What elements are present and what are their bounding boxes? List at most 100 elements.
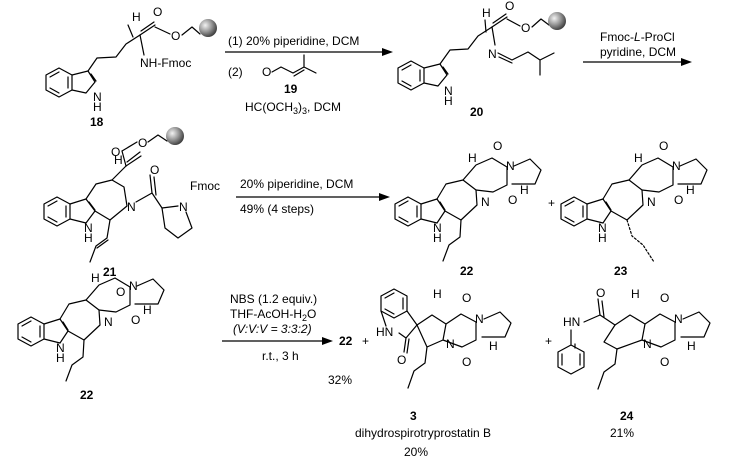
n-atom: N [674, 312, 683, 326]
compound-21-label: 21 [103, 265, 117, 279]
o-atom: O [131, 313, 140, 327]
step-4-reagent-2: THF-AcOH-H2O [230, 307, 316, 323]
h-atom: H [132, 10, 141, 24]
o-atom: O [153, 5, 162, 19]
n-atom: N [179, 200, 188, 214]
compound-24-label: 24 [620, 409, 634, 423]
nh-h-atom: H [444, 94, 453, 108]
arrow-head-icon [681, 58, 692, 66]
o-atom: O [262, 65, 271, 79]
n-atom: N [104, 315, 113, 329]
step-2: Fmoc-L-ProCl pyridine, DCM [583, 30, 692, 66]
compound-19-label: 19 [284, 82, 298, 96]
o-atom: O [493, 139, 502, 153]
o-atom: O [660, 355, 669, 369]
step-2-reagent-2: pyridine, DCM [600, 45, 676, 59]
o-atom: O [521, 21, 530, 35]
compound-22-label: 22 [80, 388, 94, 402]
nh-h-atom: H [433, 231, 442, 245]
h-atom: H [91, 271, 100, 285]
o-atom: O [138, 136, 147, 150]
nh-atom: N [84, 221, 93, 235]
fmoc-label: Fmoc [190, 179, 220, 193]
compound-23: H O N H N O N H 23 [560, 139, 708, 278]
compound-18-label: 18 [90, 115, 104, 129]
o-atom: O [171, 29, 180, 43]
nh-atom: N [598, 221, 607, 235]
step-3: 20% piperidine, DCM 49% (4 steps) [236, 177, 390, 216]
h-atom: H [634, 151, 643, 165]
n-atom: N [647, 195, 656, 209]
recovered-yield: 32% [328, 373, 352, 387]
compound-24-yield: 21% [610, 426, 634, 440]
hn-atom: HN [563, 315, 580, 329]
compound-3-yield: 20% [404, 445, 428, 459]
step-1-reagent-2-number: (2) [228, 65, 243, 79]
step-1-reagent-1: (1) 20% piperidine, DCM [228, 34, 359, 48]
compound-18: H O O NH-Fmoc N H 18 [45, 5, 217, 129]
h-atom: H [468, 151, 477, 165]
o-atom: O [596, 286, 605, 300]
n-atom: N [481, 195, 490, 209]
n-atom: N [129, 279, 138, 293]
nh-atom: N [444, 84, 453, 98]
step-4-conditions: r.t., 3 h [262, 349, 299, 363]
resin-bead-icon [166, 127, 184, 145]
arrow-head-icon [382, 48, 393, 56]
nh-h-atom: H [598, 231, 607, 245]
step-1: (1) 20% piperidine, DCM (2) O 19 HC(OCH3… [225, 34, 393, 116]
n-atom: N [672, 159, 681, 173]
resin-bead-icon [199, 19, 217, 37]
o-atom: O [462, 291, 471, 305]
n-atom: N [127, 200, 136, 214]
o-atom: O [659, 139, 668, 153]
o-atom: O [150, 163, 159, 177]
step-3-reagent-1: 20% piperidine, DCM [240, 177, 353, 191]
nh-h-atom: H [56, 351, 65, 365]
h-atom: H [489, 339, 498, 353]
step-4: NBS (1.2 equiv.) THF-AcOH-H2O (V:V:V = 3… [222, 292, 333, 363]
n-atom: N [488, 47, 497, 61]
resin-bead-icon [548, 12, 566, 30]
compound-3-label: 3 [410, 409, 417, 423]
step-1-reagent-3: HC(OCH3)3, DCM [245, 100, 341, 116]
compound-24: HN O H O N H N O 24 21% [557, 286, 711, 440]
compound-22-top: H O N H N O N H 22 [394, 139, 542, 278]
compound-20-label: 20 [470, 105, 484, 119]
step-2-reagent-1: Fmoc-L-ProCl [600, 30, 675, 44]
hn-atom: HN [376, 325, 393, 339]
nh-fmoc-label: NH-Fmoc [140, 56, 191, 70]
arrow-head-icon [322, 337, 333, 345]
o-atom: O [674, 193, 683, 207]
o-atom: O [462, 355, 471, 369]
h-atom: H [686, 183, 695, 197]
compound-3: HN O H O N H N O 3 dihydrospirotryprosta… [355, 287, 512, 459]
compound-20: H O O N N H 20 [397, 0, 566, 119]
nh-atom: N [93, 90, 102, 104]
n-atom: N [643, 337, 652, 351]
h-atom: H [520, 183, 529, 197]
compound-3-name: dihydrospirotryprostatin B [355, 426, 491, 440]
nh-h-atom: H [93, 100, 102, 114]
n-atom: N [446, 337, 455, 351]
plus-sign: + [362, 334, 369, 348]
o-atom: O [111, 145, 120, 159]
o-atom: O [397, 353, 406, 367]
nh-h-atom: H [84, 231, 93, 245]
step-3-yield: 49% (4 steps) [240, 202, 314, 216]
plus-sign: + [548, 196, 555, 210]
recovered-compound-22-label: 22 [339, 334, 353, 348]
compound-22-label: 22 [460, 264, 474, 278]
step-4-solvent-ratio: (V:V:V = 3:3:2) [233, 322, 312, 336]
plus-sign: + [545, 334, 552, 348]
compound-23-label: 23 [614, 264, 628, 278]
o-atom: O [116, 285, 125, 299]
step-4-reagent-1: NBS (1.2 equiv.) [230, 292, 317, 306]
nh-atom: N [56, 341, 65, 355]
h-atom: H [143, 303, 152, 317]
h-atom: H [433, 287, 442, 301]
h-atom: H [114, 153, 123, 167]
arrow-head-icon [379, 193, 390, 201]
h-atom: H [687, 339, 696, 353]
nh-atom: N [433, 221, 442, 235]
